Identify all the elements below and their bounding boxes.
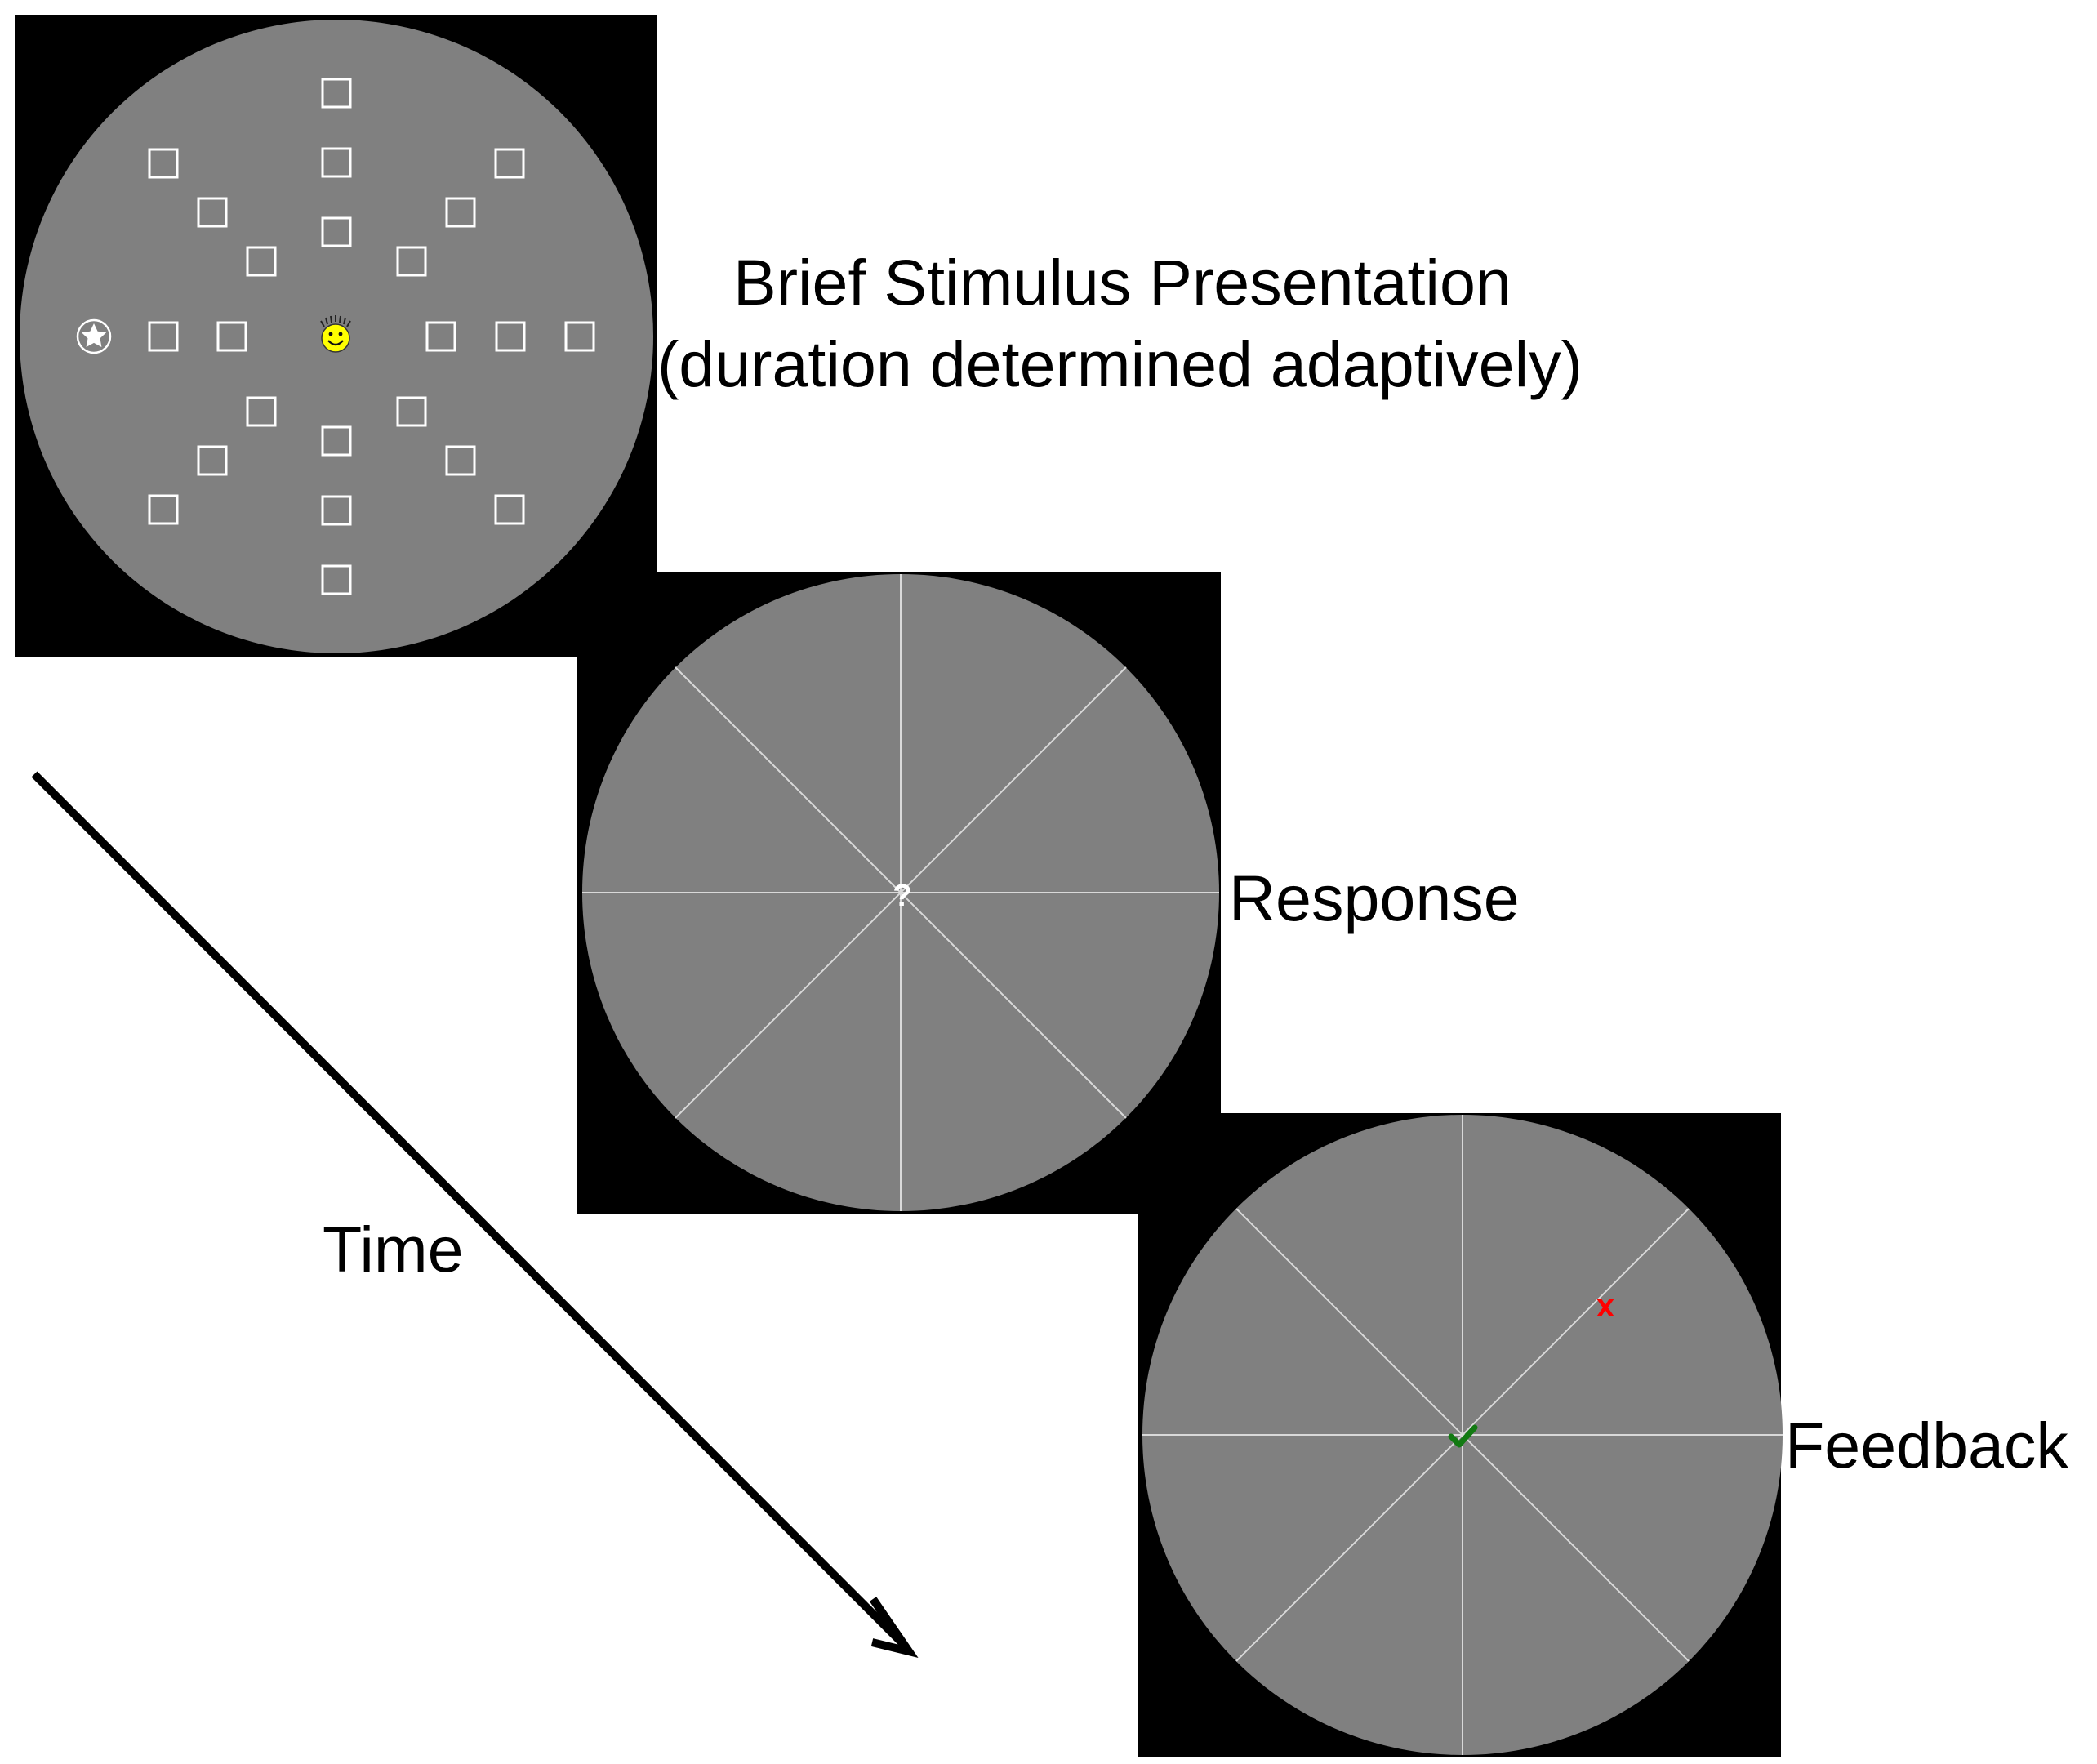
stimulus-label-line-1: Brief Stimulus Presentation: [733, 246, 1512, 318]
placeholder-box: [564, 321, 595, 352]
response-sector-lines: [582, 574, 1219, 1211]
placeholder-box: [321, 78, 352, 109]
placeholder-box: [148, 148, 179, 179]
placeholder-box: [321, 495, 352, 526]
star-icon: [76, 318, 112, 354]
stimulus-label-line-2: (duration determined adaptively): [657, 327, 1583, 400]
response-question-mark: ?: [893, 879, 911, 913]
placeholder-box: [396, 396, 427, 427]
placeholder-boxes: [148, 78, 595, 595]
feedback-sector-lines: [1142, 1115, 1783, 1755]
time-arrow: [31, 771, 919, 1658]
time-arrowhead: [869, 1597, 919, 1658]
response-panel: ?: [577, 572, 1221, 1214]
placeholder-box: [246, 246, 277, 277]
placeholder-box: [321, 564, 352, 595]
placeholder-box: [321, 425, 352, 457]
placeholder-box: [148, 321, 179, 352]
placeholder-box: [494, 494, 525, 525]
response-label: Response: [1229, 862, 1520, 934]
checkmark-icon: [1448, 1424, 1478, 1448]
placeholder-box: [246, 396, 277, 427]
time-label: Time: [323, 1213, 464, 1285]
smiley-face-icon: [320, 315, 351, 353]
placeholder-box: [197, 445, 228, 476]
feedback-panel: x: [1138, 1113, 1783, 1757]
placeholder-box: [495, 321, 526, 352]
placeholder-box: [445, 445, 476, 476]
placeholder-box: [321, 147, 352, 178]
placeholder-box: [445, 197, 476, 228]
placeholder-box: [148, 494, 179, 525]
placeholder-box: [425, 321, 456, 352]
placeholder-box: [197, 197, 228, 228]
placeholder-box: [321, 216, 352, 247]
placeholder-box: [494, 148, 525, 179]
feedback-label: Feedback: [1785, 1409, 2068, 1481]
x-mark-icon: x: [1596, 1288, 1614, 1324]
placeholder-box: [216, 321, 247, 352]
placeholder-box: [396, 246, 427, 277]
stimulus-panel: [15, 15, 657, 657]
